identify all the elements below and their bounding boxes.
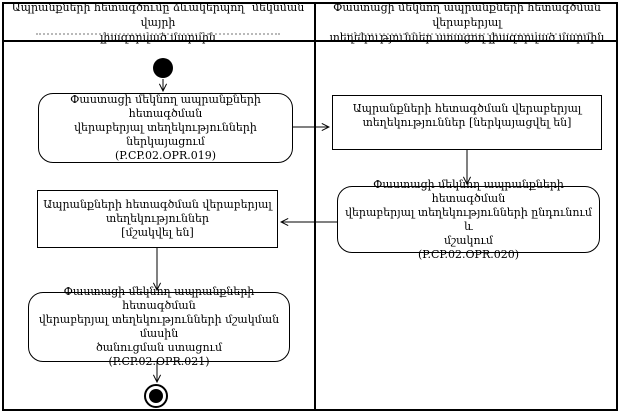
- object-tracking-info-submitted: Ապրանքների հետագծման վերաբերյալ տեղեկութ…: [332, 95, 602, 150]
- final-node: [144, 384, 168, 408]
- ghost-underline: [36, 33, 280, 35]
- header-separator-line: [2, 40, 618, 42]
- ghost-underline: [344, 33, 588, 35]
- swimlane-divider: [314, 2, 316, 411]
- action-receive-and-process-tracking-info: Փաստացի մեկնող ապրանքների հետագծման վերա…: [337, 178, 600, 261]
- object-tracking-info-processed: Ապրանքների հետագծման վերաբերյալ տեղեկութ…: [37, 190, 278, 248]
- final-node-core: [149, 389, 163, 403]
- initial-node: [153, 58, 173, 78]
- action-receive-processing-notification: Փաստացի մեկնող ապրանքների հետագծման վերա…: [28, 285, 290, 368]
- action-submit-tracking-info: Փաստացի մեկնող ապրանքների հետագծման վերա…: [38, 93, 293, 163]
